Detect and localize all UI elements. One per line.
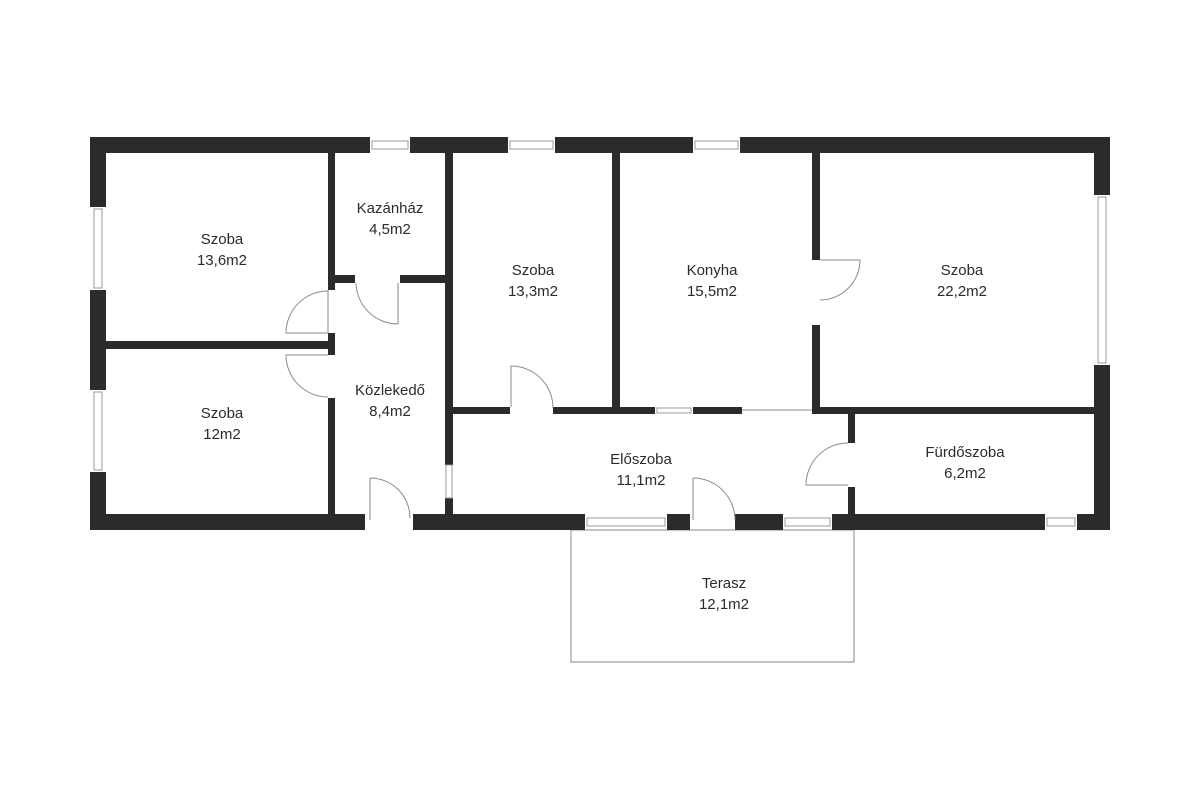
room-labels: Szoba 13,6m2 Kazánház 4,5m2 Szoba 13,3m2…	[197, 200, 1005, 613]
room-area: 15,5m2	[687, 283, 737, 300]
room-name: Szoba	[512, 262, 555, 279]
door-entrance-side	[369, 477, 411, 520]
walls	[90, 137, 1110, 530]
terrace-outline	[570, 529, 855, 663]
room-area: 8,4m2	[369, 403, 411, 420]
room-name: Kazánház	[357, 200, 424, 217]
door-front	[692, 477, 736, 521]
door-szoba-2	[510, 365, 554, 409]
room-area: 11,1m2	[617, 472, 666, 489]
room-name: Terasz	[702, 575, 746, 592]
room-name: Fürdőszoba	[925, 444, 1005, 461]
door-szoba-3	[819, 259, 861, 301]
room-name: Szoba	[201, 405, 244, 422]
windows	[93, 140, 1107, 527]
room-area: 22,2m2	[937, 283, 987, 300]
room-area: 13,6m2	[197, 252, 247, 269]
room-area: 6,2m2	[944, 465, 986, 482]
door-kazanhaz	[355, 282, 399, 325]
room-area: 12m2	[203, 426, 241, 443]
door-szoba-4	[285, 354, 329, 398]
room-name: Szoba	[941, 262, 984, 279]
door-furdoszoba	[805, 442, 849, 486]
room-area: 12,1m2	[699, 596, 749, 613]
door-szoba-1	[285, 290, 329, 334]
doors	[285, 259, 861, 521]
room-name: Közlekedő	[355, 382, 425, 399]
room-area: 4,5m2	[369, 221, 411, 238]
room-name: Konyha	[687, 262, 739, 279]
room-name: Szoba	[201, 231, 244, 248]
room-name: Előszoba	[610, 451, 672, 468]
room-area: 13,3m2	[508, 283, 558, 300]
